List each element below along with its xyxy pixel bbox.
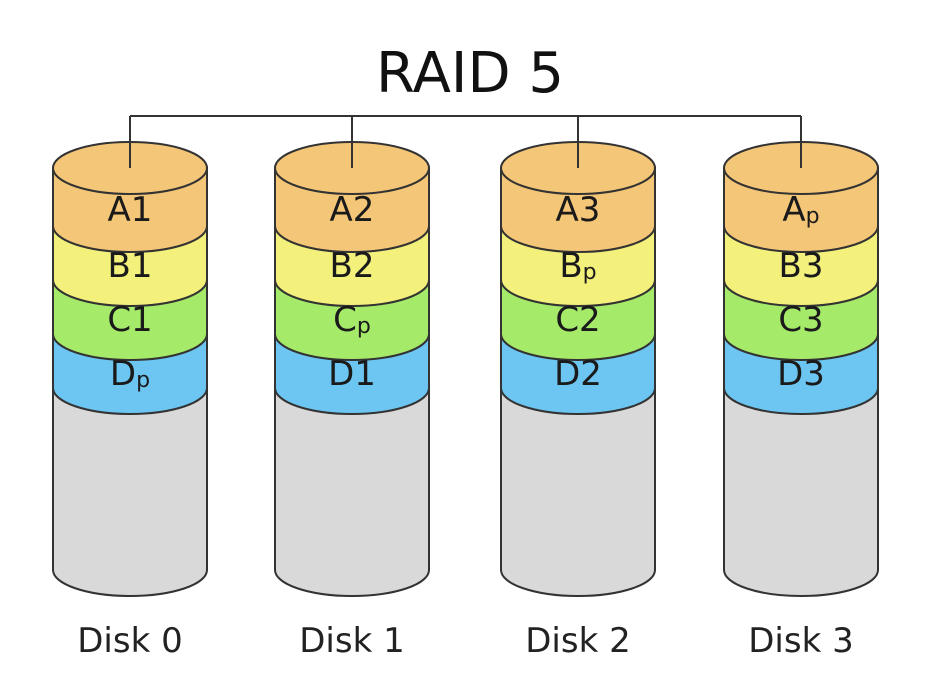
block-label-Ap: Ap — [782, 190, 819, 230]
block-label-B3: B3 — [779, 246, 824, 286]
disk-label: Disk 0 — [77, 621, 182, 661]
disk-label: Disk 1 — [299, 621, 404, 661]
block-label-D2: D2 — [554, 354, 602, 394]
block-label-B1: B1 — [108, 246, 153, 286]
block-label-Cp: Cp — [333, 300, 371, 340]
block-label-C3: C3 — [778, 300, 823, 340]
block-label-A2: A2 — [330, 190, 375, 230]
block-label-B2: B2 — [330, 246, 375, 286]
block-label-Bp: Bp — [559, 246, 596, 286]
block-label-D1: D1 — [328, 354, 376, 394]
diagram-title: RAID 5 — [376, 41, 564, 106]
block-label-D3: D3 — [777, 354, 825, 394]
block-label-C1: C1 — [107, 300, 152, 340]
disk-label: Disk 3 — [748, 621, 853, 661]
disk-label: Disk 2 — [525, 621, 630, 661]
block-label-A3: A3 — [556, 190, 601, 230]
block-label-A1: A1 — [108, 190, 153, 230]
block-label-Dp: Dp — [110, 354, 150, 394]
block-label-C2: C2 — [555, 300, 600, 340]
